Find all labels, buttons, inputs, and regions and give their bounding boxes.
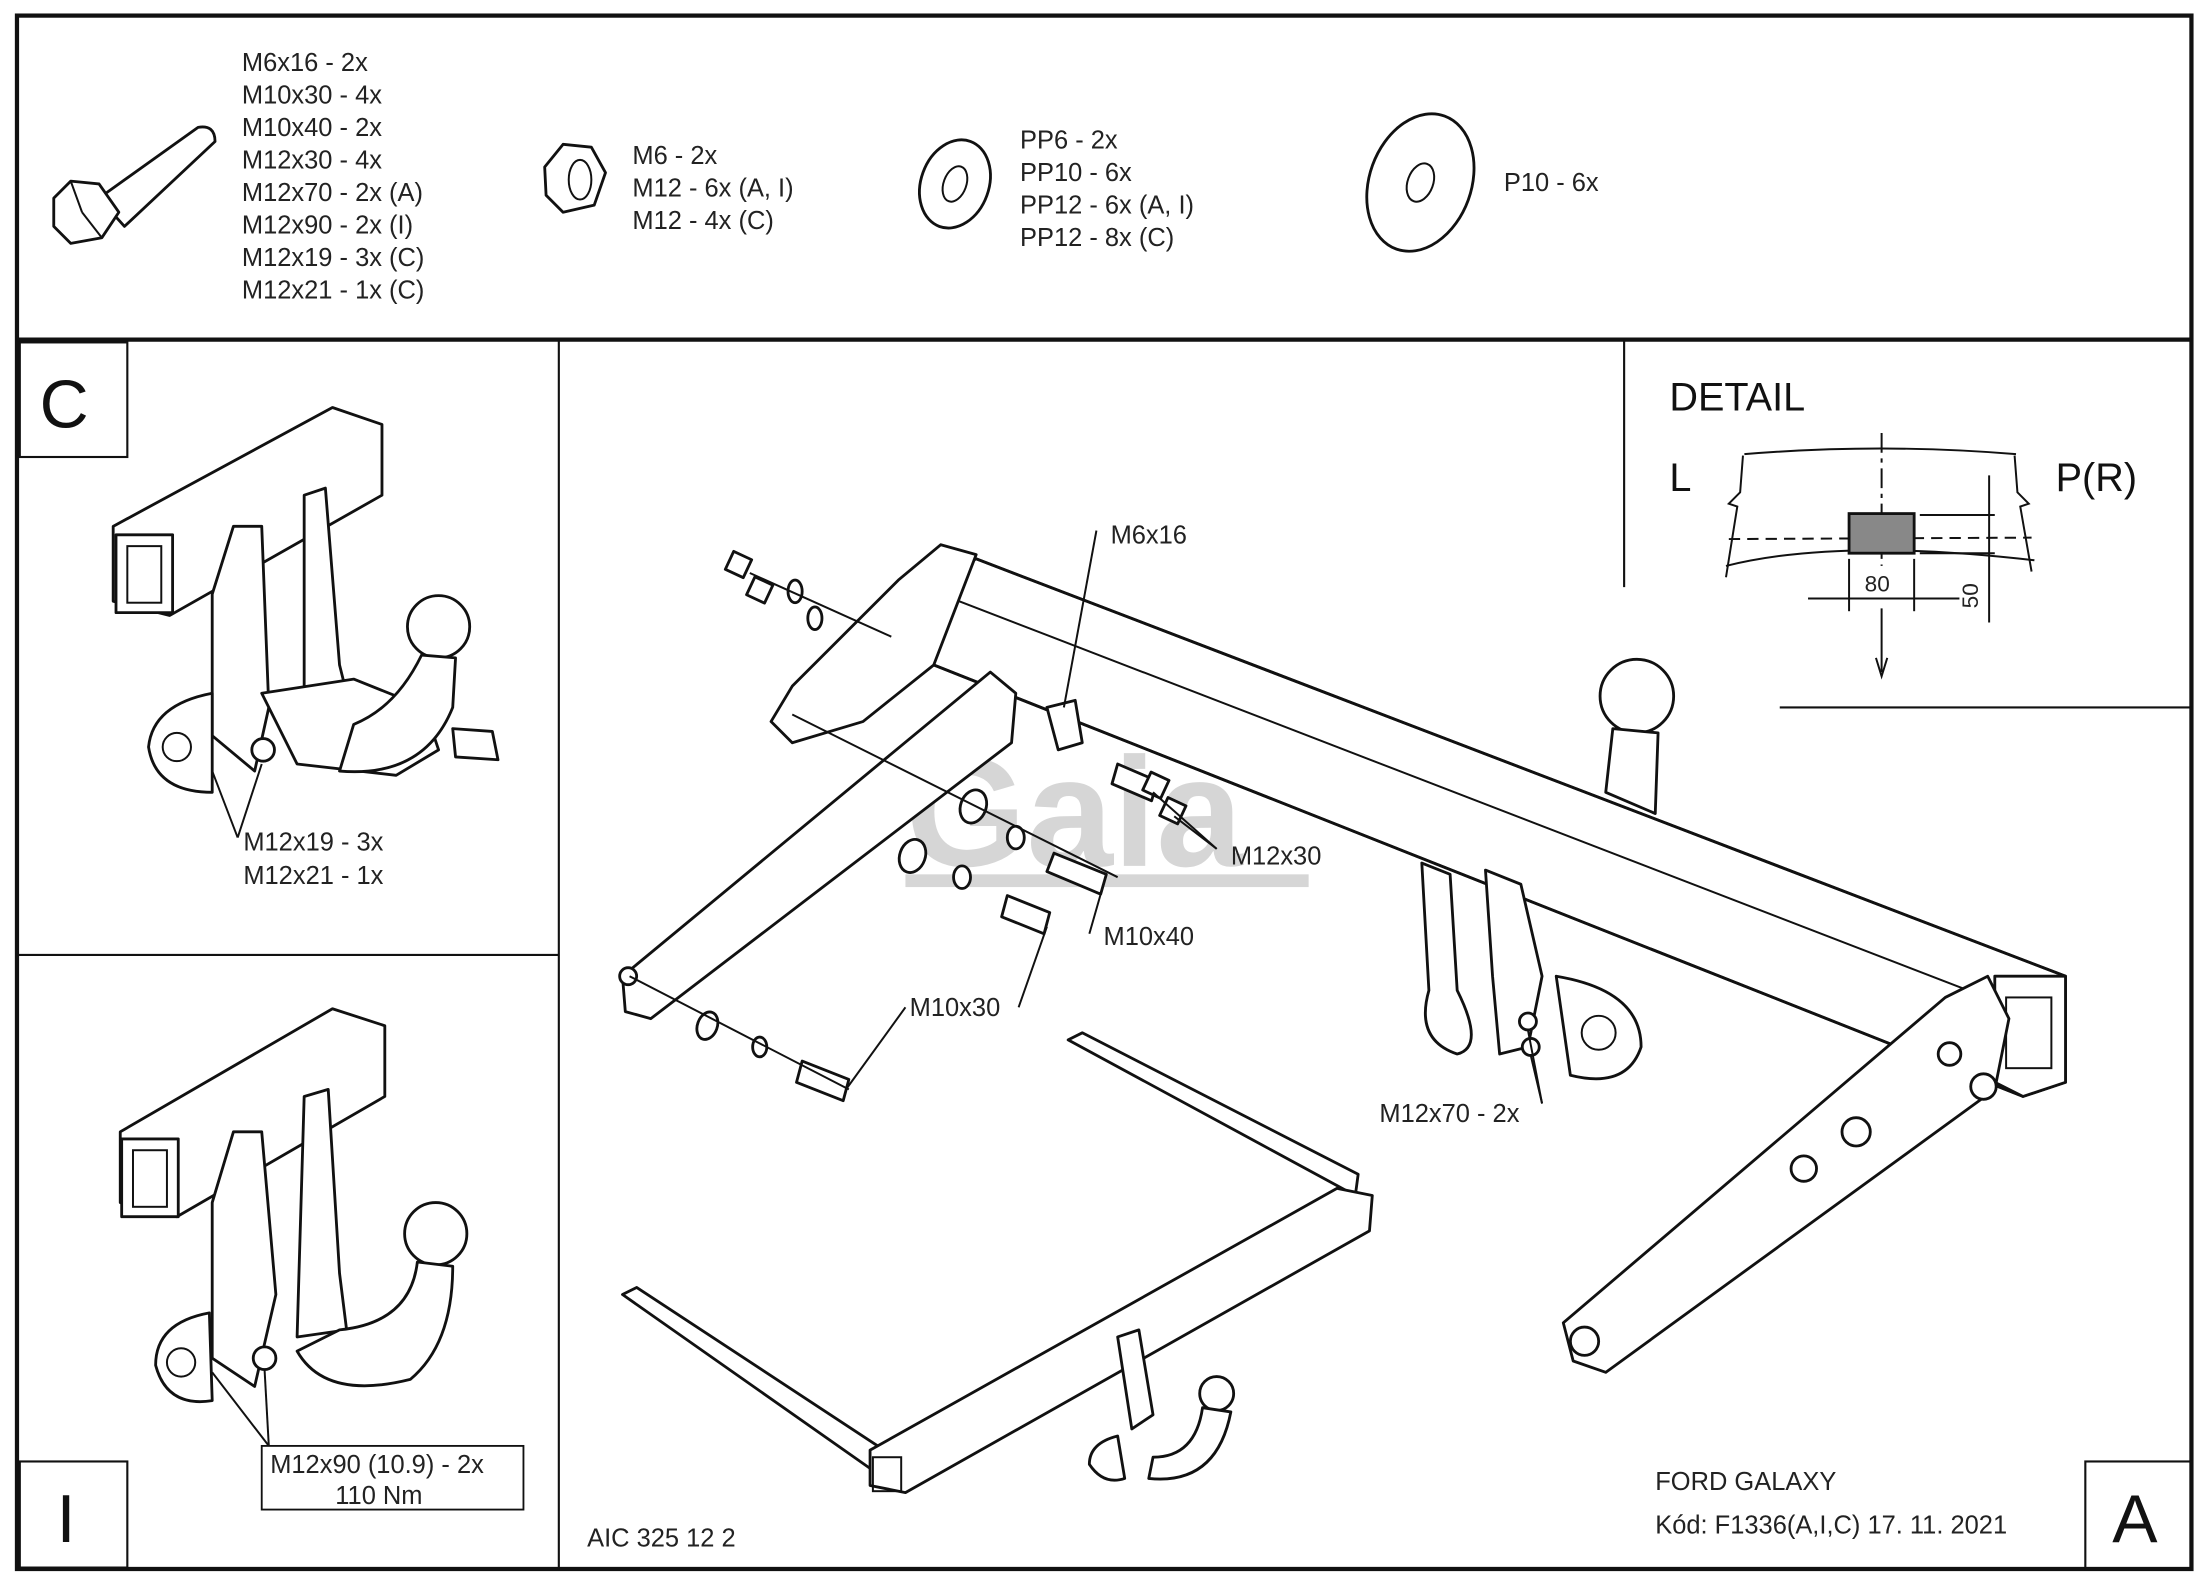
vehicle-name: FORD GALAXY	[1655, 1468, 1836, 1496]
towbar-detachable-drawing	[111, 406, 500, 838]
exploded-hardware	[629, 549, 1188, 1103]
nut-item: M6 - 2x	[632, 142, 717, 170]
detail-height-dim: 50	[1958, 583, 1983, 608]
bolt-item: M12x21 - 1x (C)	[242, 277, 424, 305]
torque-value: 110 Nm	[335, 1482, 422, 1510]
detail-left-label: L	[1669, 456, 1691, 500]
spring-washer-list: PP6 - 2x PP10 - 6x PP12 - 6x (A, I) PP12…	[1020, 127, 1194, 253]
detail-view: DETAIL L P(R) 80 50	[1669, 375, 2137, 680]
bolt-item: M12x70 - 2x (A)	[242, 179, 423, 207]
bolt-item: M12x19 - 3x (C)	[242, 244, 424, 272]
nut-item: M12 - 4x (C)	[632, 207, 773, 235]
callout-m10x30: M10x30	[910, 994, 1001, 1022]
detail-title: DETAIL	[1669, 375, 1805, 419]
spring-washer-icon	[918, 138, 992, 230]
callout-m12x19: M12x19 - 3x	[243, 828, 383, 856]
title-block: FORD GALAXY Kód: F1336(A,I,C) 17. 11. 20…	[1655, 1460, 2193, 1571]
drawing-code: AIC 325 12 2	[587, 1524, 736, 1552]
nut-list: M6 - 2x M12 - 6x (A, I) M12 - 4x (C)	[632, 142, 793, 235]
product-code-date: Kód: F1336(A,I,C) 17. 11. 2021	[1655, 1512, 2007, 1540]
washer-item: PP12 - 6x (A, I)	[1020, 192, 1194, 220]
panel-i: I M12x90 (10.9) - 2x 110 Nm	[18, 1007, 525, 1569]
flat-washer-item: P10 - 6x	[1504, 169, 1599, 197]
washer-item: PP12 - 8x (C)	[1020, 224, 1174, 252]
panel-c-letter: C	[40, 367, 89, 442]
frame	[14, 13, 2194, 1572]
callout-m12x30: M12x30	[1231, 842, 1322, 870]
bolt-item: M10x40 - 2x	[242, 114, 382, 142]
main-assembly-drawing: Gaia	[587, 521, 2067, 1552]
panel-a-letter: A	[2112, 1482, 2158, 1557]
callout-m12x70: M12x70 - 2x	[1379, 1100, 1519, 1128]
bolt-item: M12x90 - 2x (I)	[242, 211, 413, 239]
bolt-item: M10x30 - 4x	[242, 81, 382, 109]
panel-c: C M12x19 - 3x M12x21 - 1x	[18, 341, 500, 890]
bolt-item: M6x16 - 2x	[242, 49, 368, 77]
nut-icon	[543, 142, 607, 214]
detail-width-dim: 80	[1865, 571, 1890, 596]
washer-item: PP6 - 2x	[1020, 127, 1118, 155]
bolt-item: M12x30 - 4x	[242, 146, 382, 174]
overview-assembly	[621, 1031, 1374, 1495]
detail-right-label: P(R)	[2056, 456, 2137, 500]
flat-washer-icon	[1365, 112, 1476, 253]
nut-item: M12 - 6x (A, I)	[632, 175, 793, 203]
callout-m6x16: M6x16	[1111, 521, 1187, 549]
towbar-fixed-drawing	[118, 1007, 469, 1447]
panel-i-letter: I	[57, 1482, 76, 1557]
callout-m10x40: M10x40	[1104, 923, 1195, 951]
callout-m12x21: M12x21 - 1x	[243, 862, 383, 890]
bolt-icon	[52, 125, 217, 245]
washer-item: PP10 - 6x	[1020, 159, 1132, 187]
bolt-list: M6x16 - 2x M10x30 - 4x M10x40 - 2x M12x3…	[242, 49, 424, 305]
callout-m12x90: M12x90 (10.9) - 2x	[270, 1451, 484, 1479]
